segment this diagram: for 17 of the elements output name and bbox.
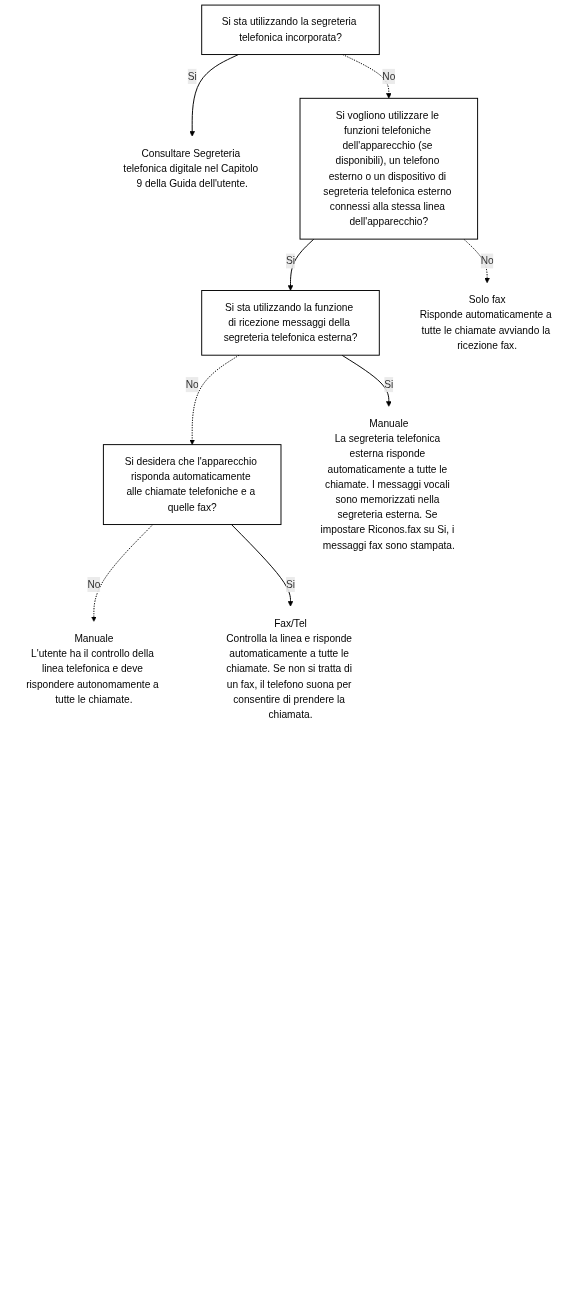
edge-label: No bbox=[87, 578, 101, 590]
node-text: Fax/Tel Controlla la linea e risponde automaticamente a tutte le chiamate. Se non si tratta di un fax, il telefono suona per consentire di prendere la chiamata. bbox=[226, 617, 352, 720]
node-box: Si desidera che l'apparecchio risponda automaticamente alle chiamate telefoniche e a quelle fax? bbox=[102, 444, 282, 526]
node-box: Si sta utilizzando la funzione di ricezione messaggi della segreteria telefonica esterna? bbox=[201, 290, 380, 356]
node-box: Si vogliono utilizzare le funzioni telefoniche dell'apparecchio (se disponibili), un telefono esterno o un dispositivo di segreteria telefonica esterno connessi alla stessa linea dell'apparecchio? bbox=[299, 97, 479, 240]
edge-label: No bbox=[185, 378, 199, 390]
edge-label: No bbox=[382, 70, 396, 82]
edge-label: Si bbox=[285, 578, 296, 590]
edge-label: No bbox=[480, 255, 494, 267]
edge-label: Si bbox=[285, 255, 296, 267]
edge-label: Si bbox=[187, 70, 197, 82]
node-text: Manuale L'utente ha il controllo della linea telefonica e deve rispondere autonomamente a tutte le chiamate. bbox=[26, 633, 159, 705]
edge-label: Si bbox=[384, 378, 394, 390]
node-box: Si sta utilizzando la segreteria telefonica incorporata? bbox=[201, 4, 380, 56]
node-text: Manuale La segreteria telefonica esterna risponde automaticamente a tutte le chiamate. I messaggi vocali sono memorizzati nella segreteria esterna. Se impostare Riconos.fax su Si, i messaggi fax sono stampata. bbox=[320, 417, 455, 551]
node-text: Consultare Segreteria telefonica digitale nel Capitolo 9 della Guida dell'utente. bbox=[123, 147, 259, 190]
node-text: Solo fax Risponde automaticamente a tutte le chiamate avviando la ricezione fax. bbox=[419, 294, 552, 351]
